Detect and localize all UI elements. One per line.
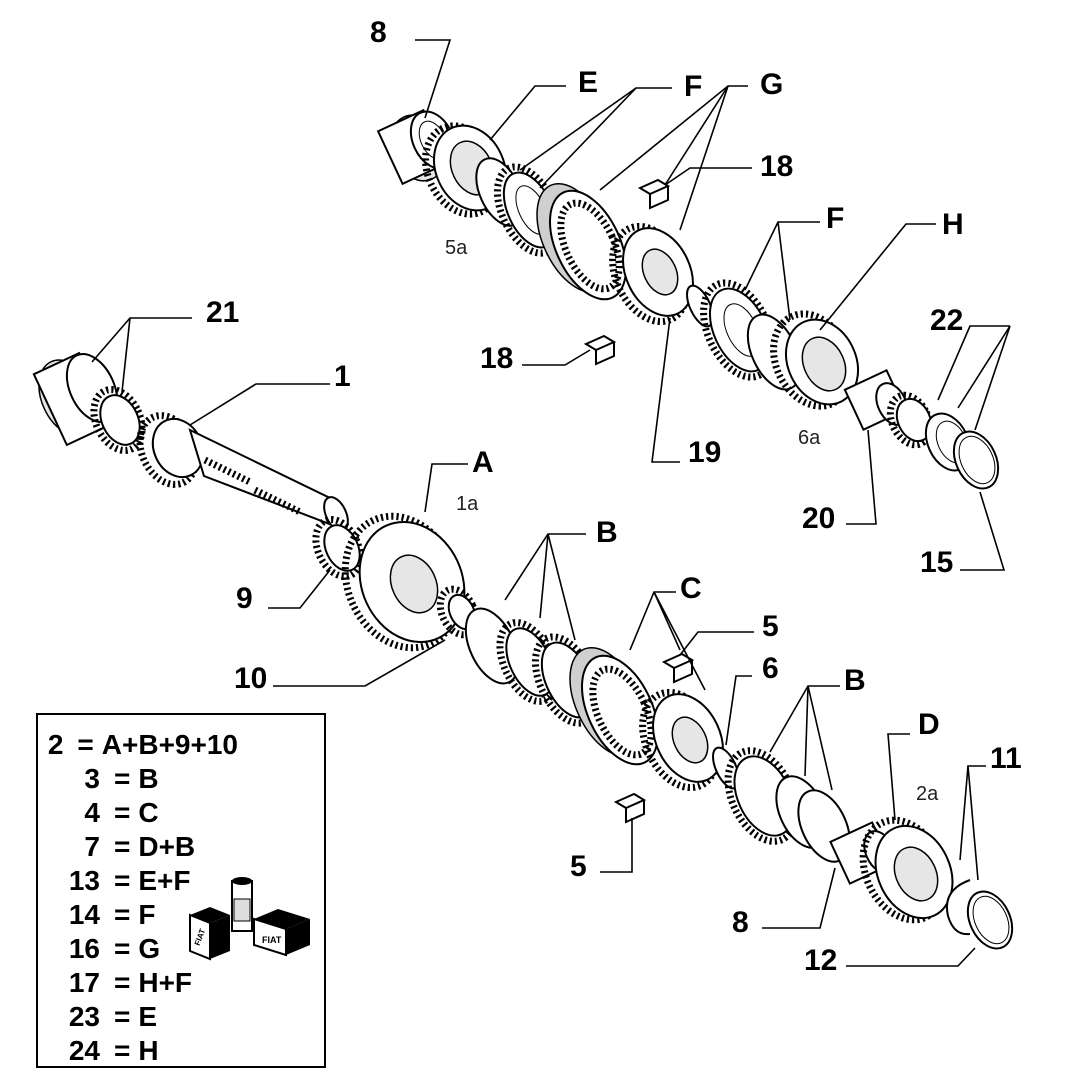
svg-text:FIAT: FIAT <box>262 935 282 945</box>
legend-row: 13 = E+F <box>38 865 238 897</box>
legend-row: 16 = G <box>38 933 238 965</box>
callout-5a: 5a <box>445 237 468 259</box>
legend-row: 7 = D+B <box>38 831 238 863</box>
legend-num: 3 <box>84 763 100 794</box>
legend-val: B <box>138 763 159 794</box>
callout-h: H <box>942 208 964 241</box>
upper-shaft-assembly <box>376 108 1000 490</box>
callout-f-right: F <box>826 202 844 235</box>
callout-5-top: 5 <box>762 610 779 643</box>
legend-eq: = <box>114 1001 131 1032</box>
legend-val: E+F <box>138 865 191 896</box>
legend-box: 2 = A+B+9+10 3 = B 4 = C 7 = D+B 13 = E+… <box>36 713 326 1068</box>
legend-eq: = <box>114 797 131 828</box>
legend-num: 17 <box>68 967 100 998</box>
snap-ring-11 <box>946 879 971 936</box>
legend-row: 14 = F <box>38 899 238 931</box>
callout-19: 19 <box>688 436 721 469</box>
legend-eq: = <box>114 933 131 964</box>
callout-8-top: 8 <box>370 16 387 49</box>
legend-val: D+B <box>138 831 196 862</box>
legend-row: 4 = C <box>38 797 238 829</box>
callout-9: 9 <box>236 582 253 615</box>
callout-6a: 6a <box>798 427 821 449</box>
callout-e: E <box>578 66 598 99</box>
synchro-hub-lower <box>639 688 724 792</box>
legend-row: 23 = E <box>38 1001 238 1033</box>
callout-b-right: B <box>844 664 866 697</box>
sliding-key-18-lower <box>583 334 617 366</box>
legend-row: 2 = A+B+9+10 <box>38 729 238 761</box>
callout-21: 21 <box>206 296 239 329</box>
legend-row: 24 = H <box>38 1035 238 1067</box>
legend-eq: = <box>114 831 131 862</box>
leader-lines <box>91 39 1011 967</box>
legend-num: 7 <box>84 831 100 862</box>
legend-val: E <box>138 1001 158 1032</box>
legend-eq: = <box>114 1035 131 1066</box>
needle-bearing-20 <box>843 369 909 431</box>
callout-20: 20 <box>802 502 835 535</box>
legend-row: 17 = H+F <box>38 967 238 999</box>
coupling-sleeve-g <box>536 182 627 301</box>
gear-a <box>341 512 466 652</box>
legend-val: H <box>138 1035 159 1066</box>
legend-eq: = <box>114 967 131 998</box>
bearing-cup-21 <box>32 351 119 447</box>
callout-f-top: F <box>684 70 702 103</box>
callout-5-lower: 5 <box>570 850 587 883</box>
callout-18-left: 18 <box>480 342 513 375</box>
legend-val: G <box>138 933 161 964</box>
legend-num: 24 <box>68 1035 100 1066</box>
main-shaft-1 <box>136 412 349 532</box>
callout-11: 11 <box>990 742 1022 775</box>
lubricant-kit-icon: FIAT FIAT <box>189 877 310 961</box>
legend-eq: = <box>114 899 131 930</box>
legend-val: C <box>138 797 159 828</box>
sliding-key-5-top <box>661 652 695 684</box>
gear-h <box>770 310 859 410</box>
legend-val: H+F <box>138 967 193 998</box>
legend-num: 2 <box>47 729 64 760</box>
snap-ring-19 <box>686 284 714 328</box>
callout-c: C <box>680 572 702 605</box>
callout-2a: 2a <box>916 783 939 805</box>
coupling-sleeve-c <box>569 646 659 766</box>
legend-val: A+B+9+10 <box>101 729 238 760</box>
legend-row: 3 = B <box>38 763 238 795</box>
callout-22: 22 <box>930 304 963 337</box>
callout-12: 12 <box>804 944 837 977</box>
legend-num: 13 <box>68 865 100 896</box>
callout-labels: 8 E F G 18 5a F H 21 1 18 22 19 6a A 1a … <box>206 16 1022 977</box>
callout-6: 6 <box>762 652 779 685</box>
callout-18-top: 18 <box>760 150 793 183</box>
synchro-hub-upper <box>609 222 694 326</box>
legend-num: 4 <box>84 797 100 828</box>
callout-8-lower: 8 <box>732 906 749 939</box>
callout-1: 1 <box>334 360 351 393</box>
legend-eq: = <box>114 865 131 896</box>
legend-num: 23 <box>68 1001 100 1032</box>
sliding-key-5-lower <box>613 792 647 824</box>
legend-eq: = <box>114 763 131 794</box>
callout-g: G <box>760 68 783 101</box>
callout-b-mid: B <box>596 516 618 549</box>
legend-eq: = <box>77 729 94 760</box>
callout-1a: 1a <box>456 493 479 515</box>
legend-val: F <box>138 899 156 930</box>
callout-d: D <box>918 708 940 741</box>
callout-15: 15 <box>920 546 953 579</box>
callout-a: A <box>472 446 494 479</box>
legend-num: 14 <box>68 899 100 930</box>
callout-10: 10 <box>234 662 267 695</box>
sliding-key-18-top <box>637 178 671 210</box>
main-shaft-assembly <box>32 351 1014 950</box>
legend-num: 16 <box>68 933 100 964</box>
gear-d <box>859 816 954 924</box>
